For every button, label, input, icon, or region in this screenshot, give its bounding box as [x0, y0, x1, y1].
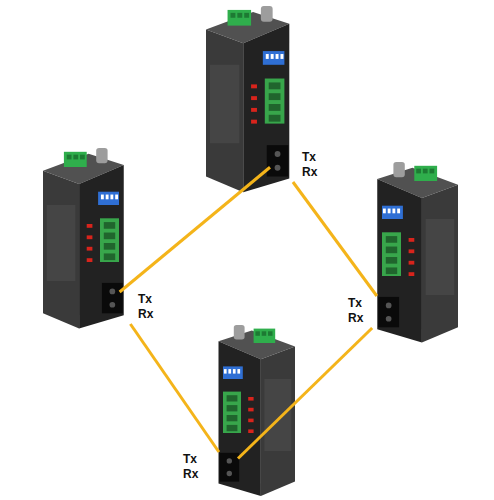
port-labels: TxRx: [302, 150, 317, 180]
media-converter: [219, 325, 296, 496]
port-node: TxRx: [346, 296, 397, 328]
port-labels: TxRx: [348, 296, 363, 326]
port-node: TxRx: [181, 452, 238, 484]
port-label: Tx: [138, 292, 153, 307]
media-converter: [206, 6, 289, 192]
port-labels: TxRx: [183, 452, 198, 482]
fiber-link: [130, 324, 219, 452]
port-label: Rx: [348, 311, 363, 326]
media-converter: [43, 148, 124, 329]
fiber-link: [120, 167, 270, 292]
fiber-link: [293, 182, 377, 296]
media-converter: [377, 162, 458, 343]
port-node: TxRx: [270, 150, 322, 182]
port-labels: TxRx: [138, 292, 153, 322]
fiber-link: [238, 328, 372, 459]
port-label: Tx: [348, 296, 363, 311]
port-label: Tx: [302, 150, 317, 165]
port-label: Rx: [302, 165, 317, 180]
port-label: Tx: [183, 452, 198, 467]
port-node: TxRx: [104, 292, 158, 324]
port-label: Rx: [183, 467, 198, 482]
port-label: Rx: [138, 307, 153, 322]
